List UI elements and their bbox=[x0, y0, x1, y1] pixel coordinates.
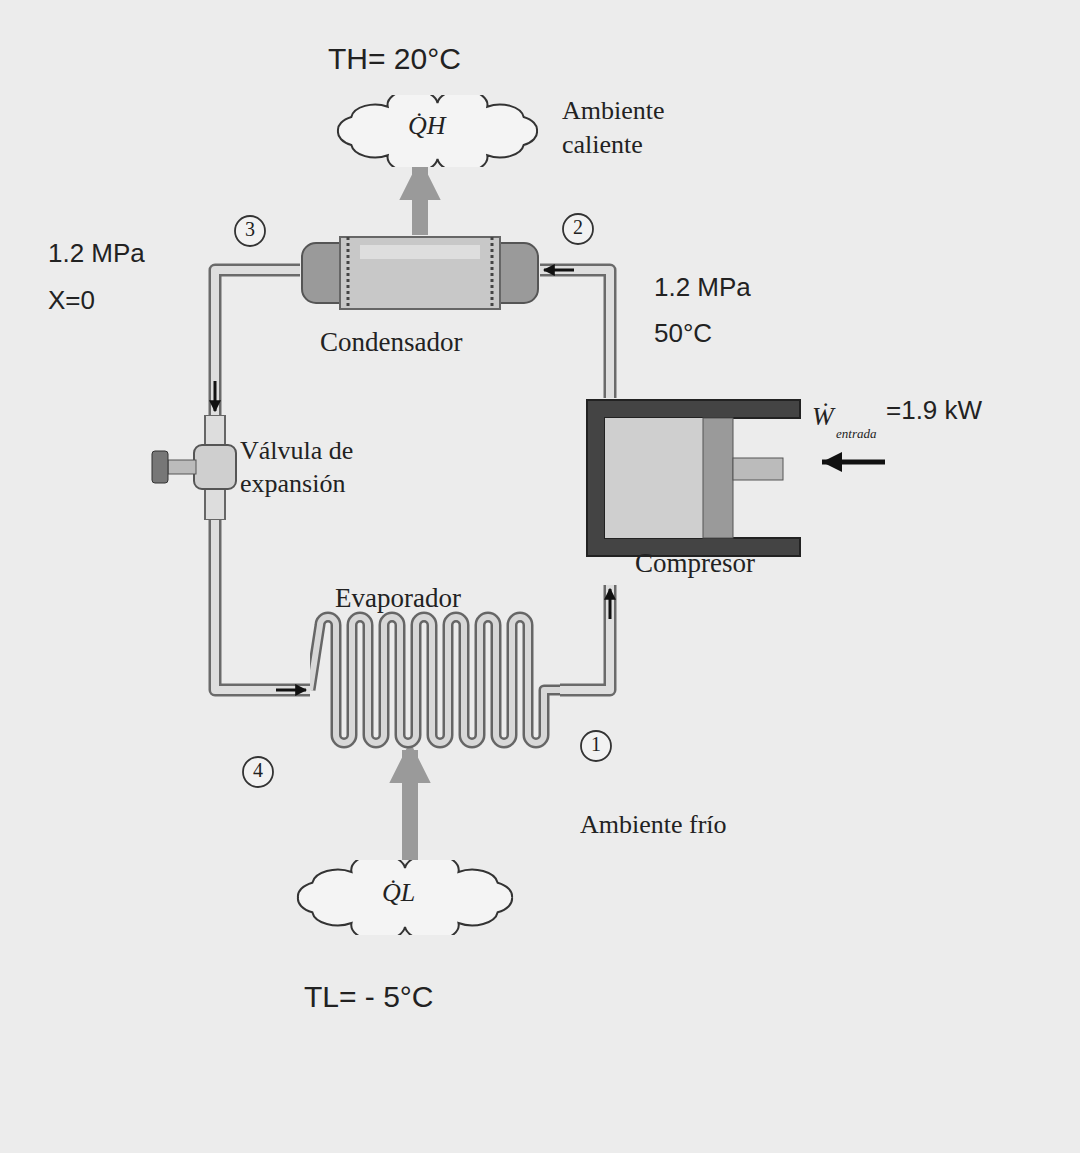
connector bbox=[540, 270, 610, 398]
cloud-node: Q̇L bbox=[290, 860, 520, 935]
connector bbox=[420, 167, 421, 235]
flow-arrow bbox=[276, 689, 306, 692]
pipe-outline bbox=[215, 270, 300, 415]
circle-node: 4 bbox=[241, 755, 275, 789]
work-arrowhead bbox=[822, 452, 842, 472]
connector bbox=[215, 270, 300, 415]
connector bbox=[215, 520, 310, 690]
valve-node: Válvula de expansión bbox=[150, 415, 430, 520]
flow-arrow bbox=[609, 589, 612, 619]
node-text: Válvula de expansión bbox=[240, 435, 420, 500]
pipe bbox=[215, 520, 310, 690]
label: 1.2 MPa bbox=[48, 238, 145, 269]
heat-arrow bbox=[412, 167, 428, 235]
connector bbox=[410, 750, 411, 860]
node-text: 2 bbox=[561, 216, 595, 239]
label: TL= - 5°C bbox=[304, 980, 434, 1014]
evaporator-node: Evaporador bbox=[310, 585, 560, 750]
label: Ambiente caliente bbox=[562, 94, 722, 162]
flow-arrow bbox=[214, 381, 217, 411]
circle-node: 3 bbox=[233, 214, 267, 248]
node-text: Q̇H bbox=[408, 111, 446, 141]
compressor-node: Compresor bbox=[585, 398, 815, 585]
label: entrada bbox=[836, 426, 876, 442]
label: TH= 20°C bbox=[328, 42, 461, 76]
pipe bbox=[540, 270, 610, 398]
node-text: Q̇L bbox=[382, 878, 415, 908]
node-text: Condensador bbox=[320, 327, 462, 358]
circle-node: 2 bbox=[561, 212, 595, 246]
pipe-outline bbox=[540, 270, 610, 398]
heat-arrow bbox=[402, 750, 418, 860]
pipe bbox=[215, 270, 300, 415]
pipe-outline bbox=[215, 520, 310, 690]
node-text: 3 bbox=[233, 218, 267, 241]
node-text: Compresor bbox=[635, 548, 755, 579]
valve-shape bbox=[150, 415, 430, 520]
label: Ẇ bbox=[812, 402, 834, 432]
label: 1.2 MPa bbox=[654, 272, 751, 303]
flow-arrow bbox=[544, 269, 574, 272]
node-text: Evaporador bbox=[335, 583, 461, 614]
node-text: 4 bbox=[241, 759, 275, 782]
condenser-node: Condensador bbox=[300, 235, 540, 365]
pipe bbox=[560, 585, 610, 690]
node-text: 1 bbox=[579, 733, 613, 756]
circle-node: 1 bbox=[579, 729, 613, 763]
label: Ambiente frío bbox=[580, 808, 760, 842]
cloud-node: Q̇H bbox=[330, 95, 545, 167]
label: 50°C bbox=[654, 318, 712, 349]
connector bbox=[560, 585, 610, 690]
label: X=0 bbox=[48, 285, 95, 316]
pipe-outline bbox=[560, 585, 610, 690]
label: =1.9 kW bbox=[886, 395, 982, 426]
